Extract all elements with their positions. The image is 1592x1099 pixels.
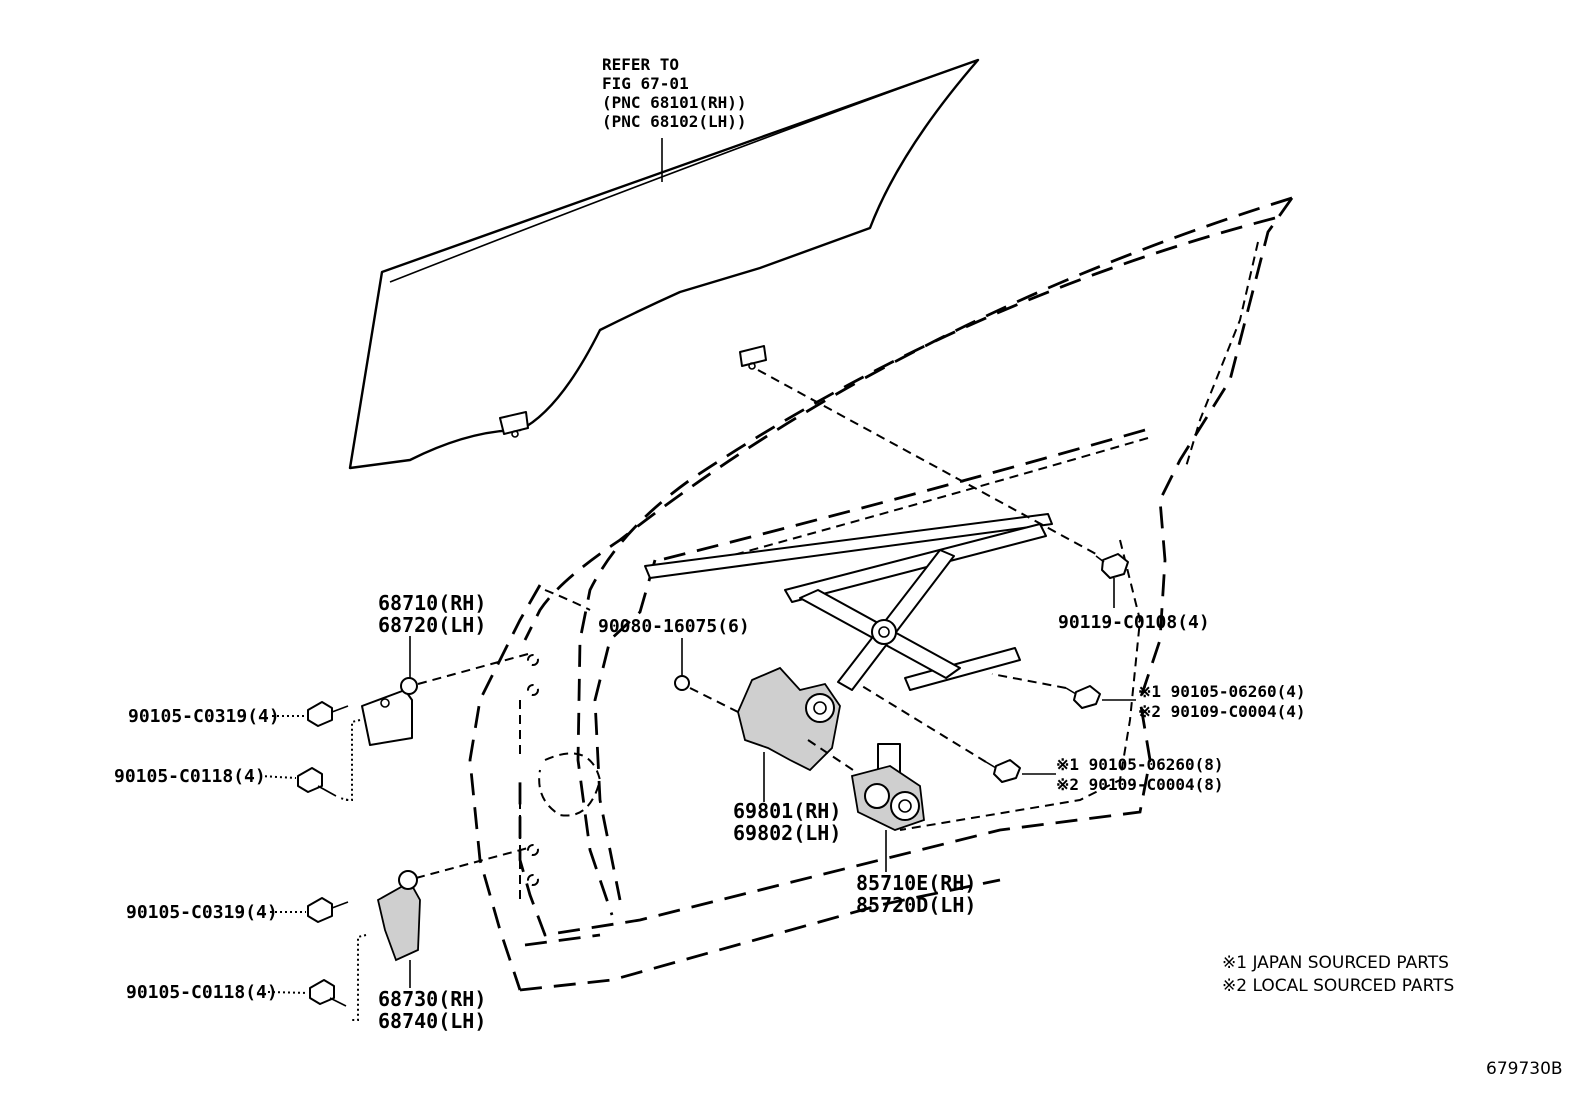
regulator-rh-label: 69801(RH) xyxy=(733,799,841,823)
window-regulator xyxy=(644,513,1053,691)
glass-note-line4: (PNC 68102(LH)) xyxy=(602,112,747,131)
regulator-lh-label: 69802(LH) xyxy=(733,821,841,845)
bolt-reg-lower-2-label: ※2 90109-C0004(8) xyxy=(1056,775,1224,794)
regulator-bracket xyxy=(737,666,841,772)
bolt-reg-lower-1-label: ※1 90105-06260(8) xyxy=(1056,755,1224,774)
motor-rh-label: 85710E(RH) xyxy=(856,871,976,895)
bolt-glass-label: 90119-C0108(4) xyxy=(1058,612,1210,633)
legend-note2: ※2 LOCAL SOURCED PARTS xyxy=(1222,976,1454,996)
lower-hinge-rh-label: 68730(RH) xyxy=(378,987,486,1011)
glass-note-line1: REFER TO xyxy=(602,55,679,74)
bolt-upper-hinge-label: 90105-C0319(4) xyxy=(128,706,280,727)
bolt-reg-upper-2-label: ※2 90109-C0004(4) xyxy=(1138,702,1306,721)
bolt-upper-hinge xyxy=(307,701,349,727)
window-motor xyxy=(850,743,925,831)
bolt-glass xyxy=(1095,553,1129,579)
figure-id: 679730B xyxy=(1486,1059,1563,1079)
door-glass xyxy=(348,58,980,470)
screw-regulator-label: 90080-16075(6) xyxy=(598,616,750,637)
glass-note-line3: (PNC 68101(RH)) xyxy=(602,93,747,112)
bolt-lower-hinge-label: 90105-C0319(4) xyxy=(126,902,278,923)
bolt-upper-hinge-lower-label: 90105-C0118(4) xyxy=(114,766,266,787)
bolt-reg-upper-1-label: ※1 90105-06260(4) xyxy=(1138,682,1306,701)
upper-hinge xyxy=(361,677,418,746)
screw-regulator xyxy=(674,675,690,691)
bolt-lower-hinge-lower xyxy=(309,979,347,1007)
glass-note-line2: FIG 67-01 xyxy=(602,74,689,93)
legend-note1: ※1 JAPAN SOURCED PARTS xyxy=(1222,953,1449,973)
glass-clip-rear xyxy=(499,411,529,438)
bolt-lower-hinge xyxy=(307,897,349,923)
alignment-lines xyxy=(339,369,1097,1021)
motor-lh-label: 85720D(LH) xyxy=(856,893,976,917)
leader-lines xyxy=(259,578,1136,994)
bolt-upper-hinge-lower xyxy=(297,767,337,797)
bolt-regulator-lower xyxy=(985,759,1021,783)
lower-hinge xyxy=(376,870,421,962)
upper-hinge-lh-label: 68720(LH) xyxy=(378,613,486,637)
upper-hinge-rh-label: 68710(RH) xyxy=(378,591,486,615)
lower-hinge-lh-label: 68740(LH) xyxy=(378,1009,486,1033)
bolts xyxy=(297,553,1129,1007)
door-frame xyxy=(468,196,1294,992)
bolt-lower-hinge-lower-label: 90105-C0118(4) xyxy=(126,982,278,1003)
glass-clip-front xyxy=(739,345,767,370)
bolt-regulator-upper xyxy=(1065,685,1101,709)
